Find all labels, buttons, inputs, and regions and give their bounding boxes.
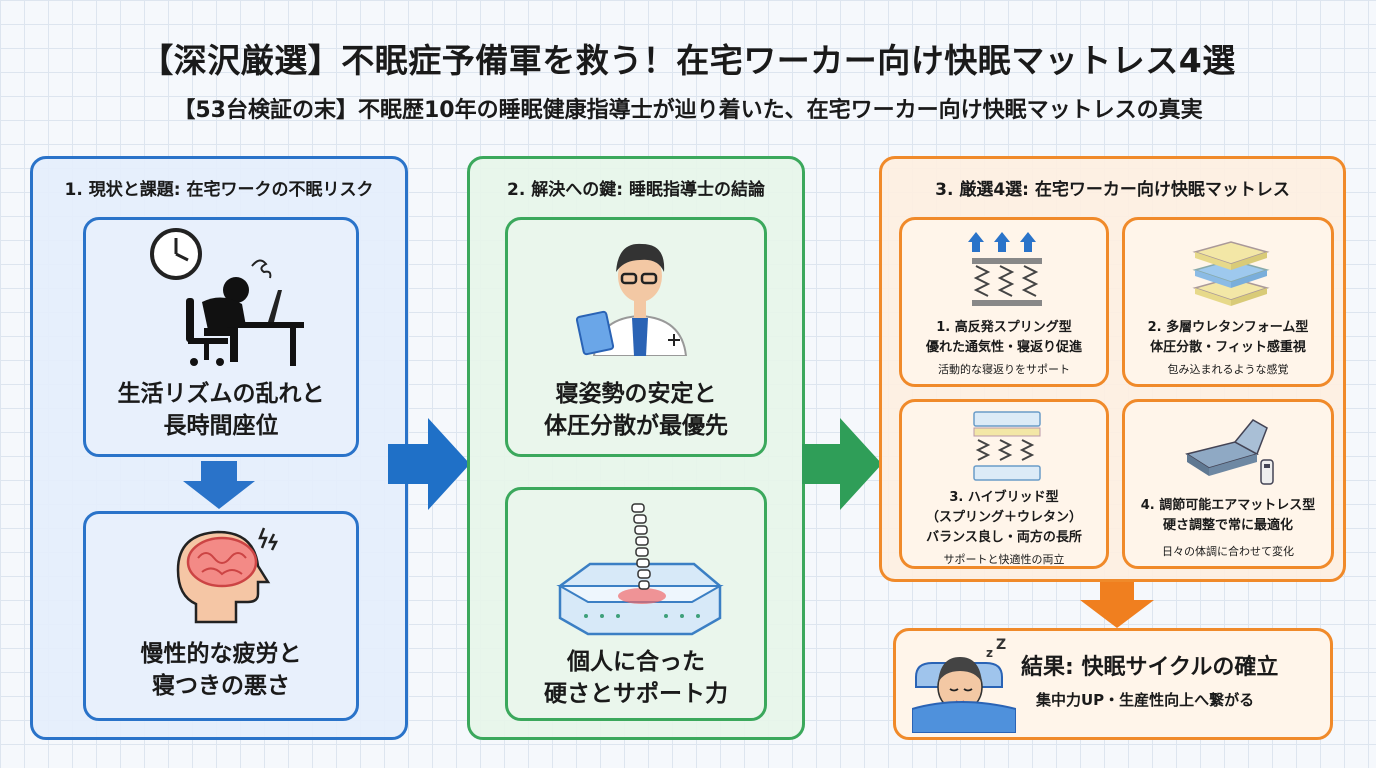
item-hybrid: 3. ハイブリッド型 （スプリング＋ウレタン） バランス良し・両方の長所 サポー…: [899, 399, 1109, 569]
sleeping-person-icon: z Z: [912, 637, 1016, 733]
air-mattress-icon: [1185, 419, 1274, 485]
item-line: バランス良し・両方の長所: [926, 530, 1082, 545]
item-line: 4. 調節可能エアマットレス型: [1140, 498, 1316, 513]
right-arrow-icon: [802, 418, 882, 510]
card-text: 寝姿勢の安定と 体圧分散が最優先: [508, 378, 764, 442]
item-line: 3. ハイブリッド型: [949, 490, 1059, 505]
item-text: 2. 多層ウレタンフォーム型 体圧分散・フィット感重視: [1125, 318, 1331, 358]
card-text: 生活リズムの乱れと 長時間座位: [86, 378, 356, 442]
card-line: 寝つきの悪さ: [152, 673, 290, 699]
item-note: 日々の体調に合わせて変化: [1162, 545, 1294, 558]
spring-mattress-icon: [968, 232, 1042, 306]
card-line: 慢性的な疲労と: [140, 641, 302, 667]
clock-icon: [150, 228, 202, 280]
card-line: 寝姿勢の安定と: [555, 381, 717, 407]
card-text: 個人に合った 硬さとサポート力: [508, 646, 764, 710]
item-air: 4. 調節可能エアマットレス型 硬さ調整で常に最適化 日々の体調に合わせて変化: [1122, 399, 1334, 569]
item-note: サポートと快適性の両立: [943, 553, 1065, 566]
result-box: z Z 結果: 快眠サイクルの確立 集中力UP・生産性向上へ繋がる: [893, 628, 1333, 740]
down-arrow-icon: [183, 461, 255, 509]
panel-title: 1. 現状と課題: 在宅ワークの不眠リスク: [64, 180, 374, 200]
spine-mattress-icon: [556, 503, 724, 636]
result-title: 結果: 快眠サイクルの確立: [1021, 655, 1279, 680]
item-note: 活動的な寝返りをサポート: [938, 363, 1070, 376]
card-lifestyle: 生活リズムの乱れと 長時間座位: [83, 217, 359, 457]
tired-worker-icon: [150, 228, 304, 366]
card-text: 慢性的な疲労と 寝つきの悪さ: [86, 638, 356, 702]
panel-current-issues: 1. 現状と課題: 在宅ワークの不眠リスク: [30, 156, 408, 740]
card-line: 長時間座位: [163, 413, 279, 439]
doctor-icon: [576, 243, 688, 356]
card-line: 個人に合った: [567, 649, 705, 675]
panel-solution-key: 2. 解決への鍵: 睡眠指導士の結論 寝姿勢の安定と 体圧分散が最優先: [467, 156, 805, 740]
item-spring: 1. 高反発スプリング型 優れた通気性・寝返り促進 活動的な寝返りをサポート: [899, 217, 1109, 387]
brain-icon: [176, 527, 279, 624]
panel-title: 2. 解決への鍵: 睡眠指導士の結論: [507, 180, 765, 200]
right-arrow-icon: [388, 418, 470, 510]
svg-text:z: z: [986, 646, 993, 660]
page-title: 【深沢厳選】不眠症予備軍を救う！在宅ワーカー向け快眠マットレス4選: [140, 41, 1236, 80]
hybrid-mattress-icon: [973, 411, 1041, 481]
svg-text:Z: Z: [996, 637, 1006, 653]
item-line: 2. 多層ウレタンフォーム型: [1147, 320, 1309, 335]
item-line: 1. 高反発スプリング型: [936, 320, 1072, 335]
page-subtitle: 【53台検証の末】不眠歴10年の睡眠健康指導士が辿り着いた、在宅ワーカー向け快眠…: [173, 98, 1203, 123]
panel-title: 3. 厳選4選: 在宅ワーカー向け快眠マットレス: [935, 180, 1290, 200]
panel-top4: 3. 厳選4選: 在宅ワーカー向け快眠マットレス 1. 高反発スプリング型 優れ…: [879, 156, 1346, 582]
item-line: （スプリング＋ウレタン）: [925, 510, 1082, 525]
item-text: 4. 調節可能エアマットレス型 硬さ調整で常に最適化: [1125, 496, 1331, 536]
card-posture: 寝姿勢の安定と 体圧分散が最優先: [505, 217, 767, 457]
down-arrow-icon: [1080, 582, 1154, 628]
item-foam: 2. 多層ウレタンフォーム型 体圧分散・フィット感重視 包み込まれるような感覚: [1122, 217, 1334, 387]
item-line: 優れた通気性・寝返り促進: [925, 340, 1082, 355]
card-fatigue: 慢性的な疲労と 寝つきの悪さ: [83, 511, 359, 721]
result-subtitle: 集中力UP・生産性向上へ繋がる: [1036, 691, 1255, 709]
foam-layers-icon: [1192, 241, 1270, 306]
item-line: 体圧分散・フィット感重視: [1150, 340, 1306, 355]
card-support: 個人に合った 硬さとサポート力: [505, 487, 767, 721]
card-line: 生活リズムの乱れと: [117, 381, 325, 407]
card-line: 体圧分散が最優先: [544, 413, 728, 439]
item-note: 包み込まれるような感覚: [1167, 363, 1289, 376]
item-text: 3. ハイブリッド型 （スプリング＋ウレタン） バランス良し・両方の長所: [902, 488, 1106, 548]
item-text: 1. 高反発スプリング型 優れた通気性・寝返り促進: [902, 318, 1106, 358]
card-line: 硬さとサポート力: [544, 681, 728, 707]
item-line: 硬さ調整で常に最適化: [1162, 518, 1293, 533]
